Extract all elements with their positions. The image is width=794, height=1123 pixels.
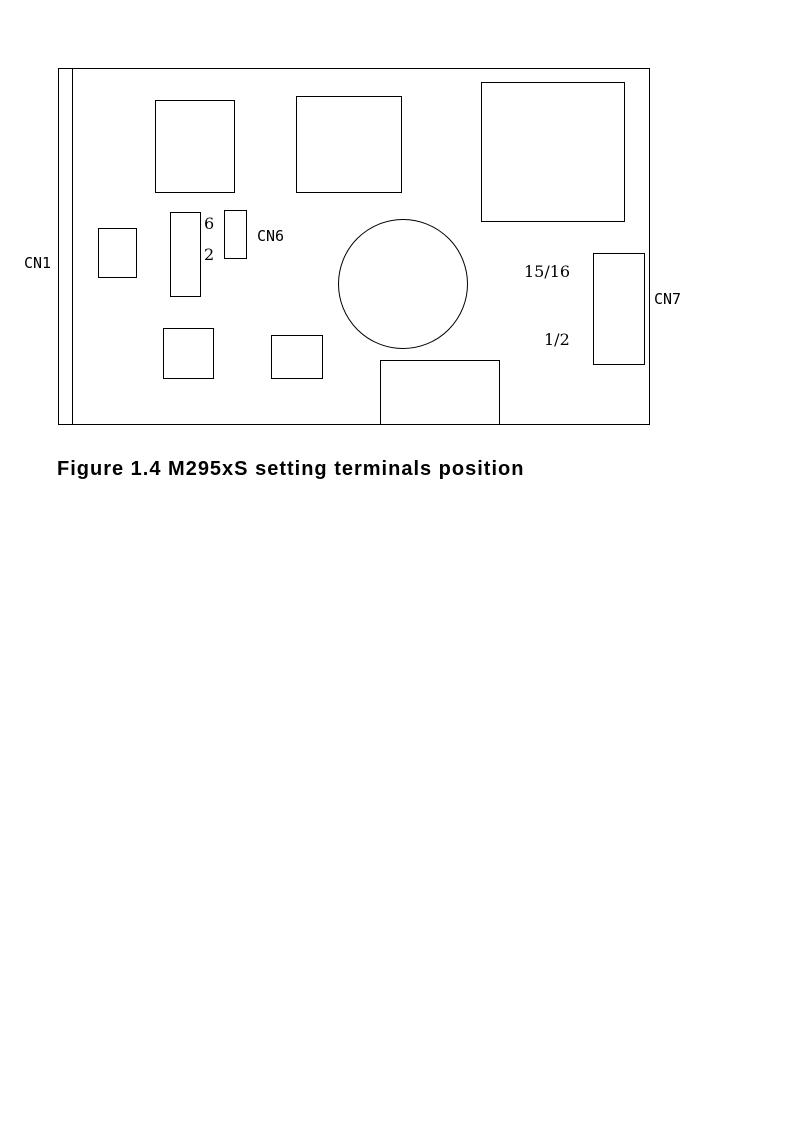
cn1-edge-connector <box>58 68 73 425</box>
cn7-connector <box>593 253 645 365</box>
jumper-pin6-label: 6 <box>204 214 215 233</box>
component-rect-bottom-left <box>163 328 214 379</box>
jumper-pin2-label: 2 <box>204 245 215 264</box>
cn6-label: CN6 <box>257 227 285 245</box>
component-rect-left <box>98 228 137 278</box>
cn7-pin1-2-label: 1/2 <box>544 330 570 349</box>
component-rect-top-right <box>481 82 625 222</box>
component-rect-bottom-center <box>271 335 323 379</box>
round-component <box>338 219 468 349</box>
cn7-pin15-16-label: 15/16 <box>524 262 571 281</box>
component-rect-top-center <box>296 96 402 193</box>
cn1-label: CN1 <box>24 254 52 272</box>
jumper-terminal-block <box>170 212 201 297</box>
component-rect-top-left <box>155 100 235 193</box>
bottom-edge-connector <box>380 360 500 425</box>
cn6-connector <box>224 210 247 259</box>
figure-caption: Figure 1.4 M295xS setting terminals posi… <box>57 458 525 480</box>
cn7-label: CN7 <box>654 290 682 308</box>
